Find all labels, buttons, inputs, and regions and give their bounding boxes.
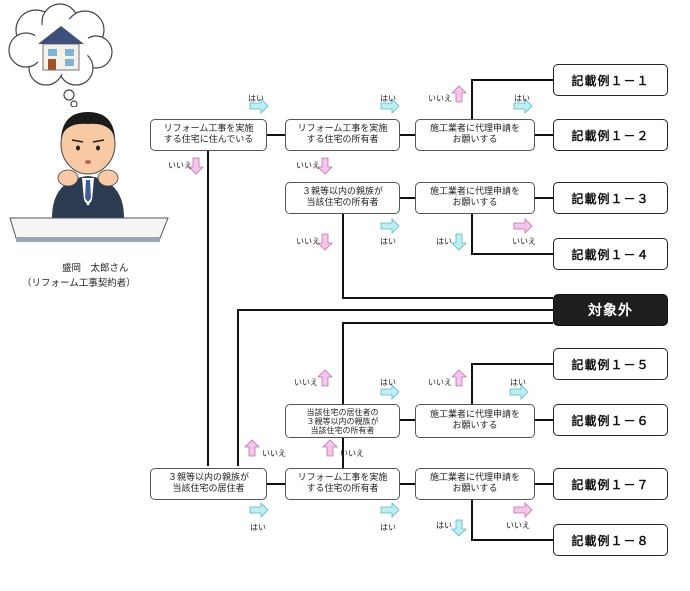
yes-arrow: [451, 519, 467, 537]
result-ex1-7: 記載例１－７: [553, 468, 668, 500]
result-ex1-4: 記載例１－４: [553, 238, 668, 270]
node-proxy-3: 施工業者に代理申請を お願いする: [415, 404, 535, 438]
result-ex1-5: 記載例１－５: [553, 348, 668, 380]
no-arrow: [317, 233, 333, 251]
node-relative-owner: ３親等以内の親族が 当該住宅の所有者: [285, 182, 400, 214]
yes-label: はい: [514, 94, 530, 103]
no-arrow: [451, 369, 467, 387]
yes-arrow: [249, 502, 269, 518]
result-ex1-1: 記載例１－１: [553, 64, 668, 96]
no-label: いいえ: [340, 449, 364, 458]
node-relative-resident: ３親等以内の親族が 当該住宅の居住者: [150, 468, 267, 500]
no-arrow: [317, 369, 333, 387]
no-arrow: [322, 439, 338, 457]
person-name: 盛岡 太郎さん: [62, 263, 129, 274]
yes-arrow: [451, 233, 467, 251]
node-owner-bottom: リフォーム工事を実施 する住宅の所有者: [285, 468, 400, 500]
node-owner-top: リフォーム工事を実施 する住宅の所有者: [285, 119, 400, 151]
result-ex1-2: 記載例１－２: [553, 119, 668, 151]
node-proxy-4: 施工業者に代理申請を お願いする: [415, 468, 535, 500]
no-label: いいえ: [262, 449, 286, 458]
house-thought-bubble-icon: [8, 3, 113, 107]
no-label: いいえ: [512, 237, 536, 246]
result-ex1-6: 記載例１－６: [553, 404, 668, 436]
yes-label: はい: [380, 94, 396, 103]
yes-label: はい: [436, 521, 452, 530]
worried-man-icon: [9, 112, 169, 242]
result-ex1-8: 記載例１－８: [553, 524, 668, 556]
no-label: いいえ: [428, 94, 452, 103]
yes-label: はい: [248, 94, 264, 103]
no-arrow: [451, 85, 467, 103]
node-live-in-house: リフォーム工事を実施 する住宅に住んでいる: [150, 119, 267, 151]
no-label: いいえ: [168, 161, 192, 170]
no-arrow: [317, 157, 333, 175]
no-label: いいえ: [296, 161, 320, 170]
no-arrow: [244, 439, 260, 457]
no-arrow: [513, 218, 533, 234]
no-label: いいえ: [506, 521, 530, 530]
no-label: いいえ: [296, 237, 320, 246]
yes-label: はい: [436, 237, 452, 246]
person-role: （リフォーム工事契約者）: [22, 278, 136, 289]
node-resident-relative-owner: 当該住宅の居住者の ３親等以内の親族が 当該住宅の所有者: [285, 404, 400, 438]
no-label: いいえ: [428, 378, 452, 387]
yes-label: はい: [380, 378, 396, 387]
result-exclude: 対象外: [553, 294, 668, 326]
yes-label: はい: [380, 523, 396, 532]
result-ex1-3: 記載例１－３: [553, 182, 668, 214]
yes-label: はい: [250, 523, 266, 532]
yes-label: はい: [380, 237, 396, 246]
yes-arrow: [380, 218, 400, 234]
no-arrow: [513, 502, 533, 518]
yes-arrow: [380, 502, 400, 518]
node-proxy-1: 施工業者に代理申請を お願いする: [415, 119, 535, 151]
no-label: いいえ: [294, 378, 318, 387]
node-proxy-2: 施工業者に代理申請を お願いする: [415, 182, 535, 214]
yes-label: はい: [510, 378, 526, 387]
